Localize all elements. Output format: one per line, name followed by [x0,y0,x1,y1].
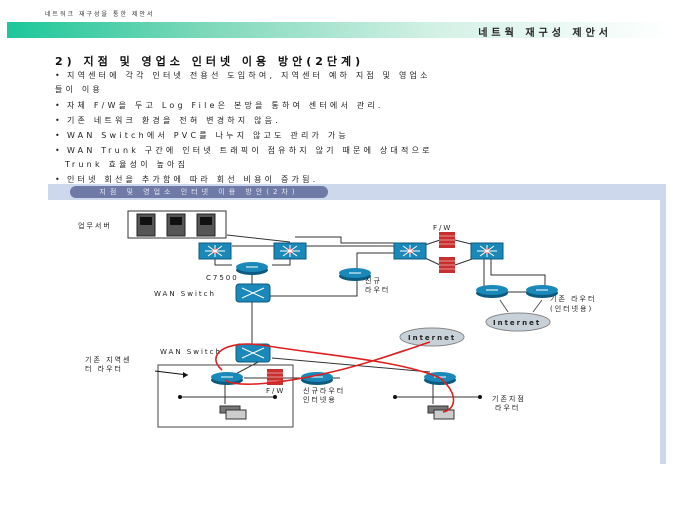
cloud-icon [485,312,551,332]
label-c7500: C7500 [206,274,239,282]
switch-icon [393,242,427,260]
core-switch-icon [273,242,307,260]
bullet-item: •인터넷 회선을 추가함에 따라 회선 비용이 증가됨. [55,175,319,184]
label-new-router: 신규 [365,276,382,285]
label-regional-router: 터 라우터 [85,364,123,373]
firewall-icon [438,231,456,249]
firewall-icon [438,256,456,274]
title-bar: 네트웍 재구성 제안서 [7,22,672,39]
router-icon [475,284,509,299]
bullet-list: •지역센터에 각각 인터넷 전용선 도입하여, 지역센터 예하 지점 및 영업소… [55,69,615,187]
wan-switch-icon [235,343,271,363]
bullet-item: •지역센터에 각각 인터넷 전용선 도입하여, 지역센터 예하 지점 및 영업소… [55,71,431,94]
bullet-item: •자체 F/W을 두고 Log File은 본망을 통하여 센터에서 관리. [55,101,384,110]
label-wan-switch: WAN Switch [160,348,222,356]
label-internet: Internet [493,319,541,327]
label-regional-router: 기존 지역센 [85,355,131,364]
cloud-icon [399,327,465,347]
bullet-item: •WAN Switch에서 PVC를 나누지 않고도 관리가 가능 [55,131,349,140]
new-router-icon [300,371,334,386]
document-small-title: 네트워크 재구성을 통한 제안서 [45,11,155,18]
label-existing-router: (인터넷용) [550,304,593,313]
label-servers: 업무서버 [78,221,112,230]
c7500-router-icon [235,261,269,276]
bullet-item: •WAN Trunk 구간에 인터넷 트래픽이 점유하지 않기 때문에 상대적으… [55,146,433,169]
section-heading: 2) 지점 및 영업소 인터넷 이용 방안(2단계) [55,55,365,68]
label-branch-router: 라우터 [495,403,520,412]
traffic-path [215,341,455,413]
label-existing-router: 기존 라우터 [550,294,596,303]
workstation-icon [219,405,247,420]
diagram-title: 지점 및 영업소 인터넷 이용 방안(2차) [70,186,328,198]
label-branch-router: 기존지점 [492,394,526,403]
label-firewall: F/W [433,224,452,232]
wan-switch-icon [235,283,271,303]
document-title: 네트웍 재구성 제안서 [478,28,612,39]
label-wan-switch: WAN Switch [154,290,216,298]
label-new-router: 신규라우터 [303,386,345,395]
bullet-item: •기존 네트워크 환경을 전혀 변경하지 않음. [55,116,281,125]
core-switch-icon [198,242,232,260]
server-icon [136,213,216,237]
label-firewall: F/W [266,387,285,395]
switch-icon [470,242,504,260]
label-new-router: 라우터 [365,285,390,294]
label-internet: Internet [408,334,456,342]
label-new-router: 인터넷용 [303,395,337,404]
